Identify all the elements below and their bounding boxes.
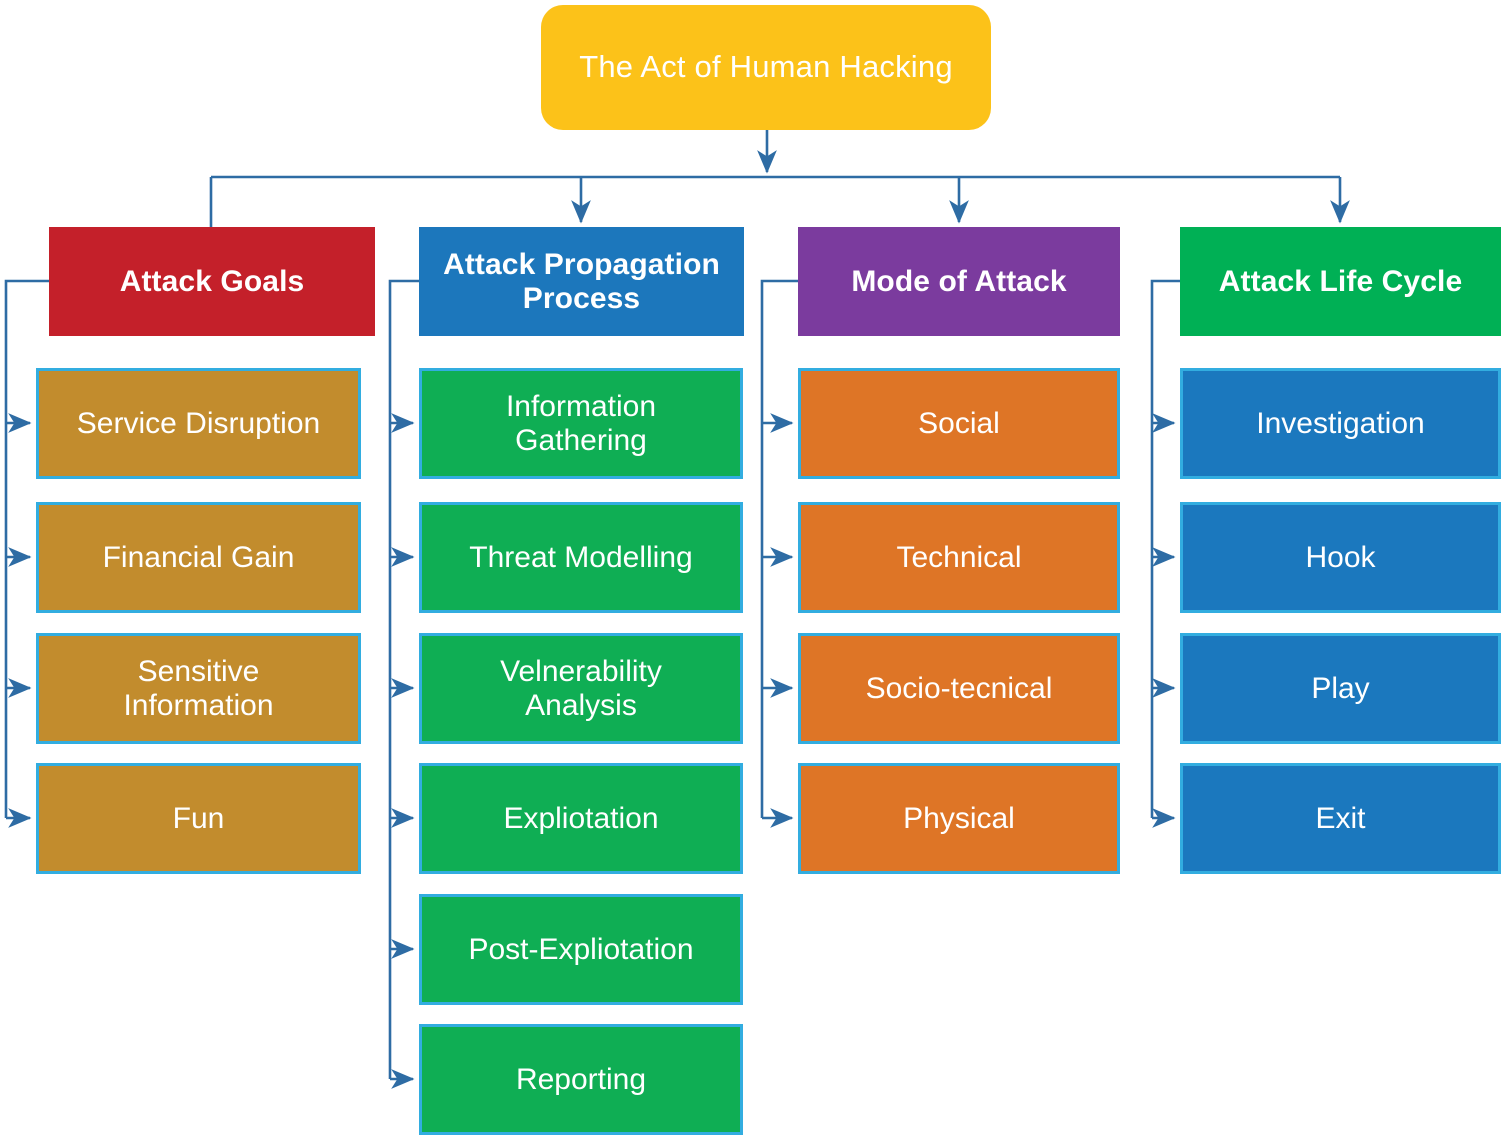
node-exit[interactable]: Exit	[1180, 763, 1501, 874]
node-label: Financial Gain	[102, 540, 295, 574]
root-node[interactable]: The Act of Human Hacking	[541, 5, 991, 130]
node-label: Social	[918, 406, 1000, 440]
node-reporting[interactable]: Reporting	[419, 1024, 743, 1135]
node-label: Hook	[1305, 540, 1376, 574]
node-physical[interactable]: Physical	[798, 763, 1120, 874]
node-label: Sensitive Information	[123, 654, 274, 722]
node-hook[interactable]: Hook	[1180, 502, 1501, 613]
node-label: Fun	[172, 801, 225, 835]
node-label: Exit	[1315, 801, 1366, 835]
node-label: Post-Expliotation	[468, 932, 694, 966]
branch-header-attack-goals[interactable]: Attack Goals	[49, 227, 375, 336]
node-label: Physical	[903, 801, 1015, 835]
branch-header-label: Attack Propagation Process	[443, 247, 720, 315]
connector-trunk-col3	[760, 279, 798, 818]
node-socio-tecnical[interactable]: Socio-tecnical	[798, 633, 1120, 744]
node-velnerability-analysis[interactable]: Velnerability Analysis	[419, 633, 743, 744]
node-label: Threat Modelling	[469, 540, 693, 574]
node-social[interactable]: Social	[798, 368, 1120, 479]
node-label: Play	[1311, 671, 1370, 705]
connector-trunk-col2	[388, 279, 419, 1079]
node-technical[interactable]: Technical	[798, 502, 1120, 613]
branch-header-attack-life-cycle[interactable]: Attack Life Cycle	[1180, 227, 1501, 336]
node-fun[interactable]: Fun	[36, 763, 361, 874]
connector-trunk-col4	[1150, 279, 1180, 818]
node-expliotation[interactable]: Expliotation	[419, 763, 743, 874]
node-label: Velnerability Analysis	[500, 654, 662, 722]
branch-header-label: Attack Goals	[119, 264, 305, 298]
node-label: Expliotation	[503, 801, 659, 835]
node-information-gathering[interactable]: Information Gathering	[419, 368, 743, 479]
branch-header-label: Attack Life Cycle	[1218, 264, 1463, 298]
node-label: Socio-tecnical	[865, 671, 1053, 705]
branch-header-label: Mode of Attack	[851, 264, 1067, 298]
node-investigation[interactable]: Investigation	[1180, 368, 1501, 479]
branch-header-attack-propagation-process[interactable]: Attack Propagation Process	[419, 227, 744, 336]
branch-header-mode-of-attack[interactable]: Mode of Attack	[798, 227, 1120, 336]
node-label: Technical	[896, 540, 1022, 574]
node-sensitive-information[interactable]: Sensitive Information	[36, 633, 361, 744]
node-post-expliotation[interactable]: Post-Expliotation	[419, 894, 743, 1005]
node-service-disruption[interactable]: Service Disruption	[36, 368, 361, 479]
node-financial-gain[interactable]: Financial Gain	[36, 502, 361, 613]
node-threat-modelling[interactable]: Threat Modelling	[419, 502, 743, 613]
node-label: Reporting	[515, 1062, 647, 1096]
node-label: Service Disruption	[76, 406, 321, 440]
node-play[interactable]: Play	[1180, 633, 1501, 744]
node-label: Investigation	[1256, 406, 1425, 440]
root-node-label: The Act of Human Hacking	[579, 49, 953, 85]
node-label: Information Gathering	[505, 389, 657, 457]
